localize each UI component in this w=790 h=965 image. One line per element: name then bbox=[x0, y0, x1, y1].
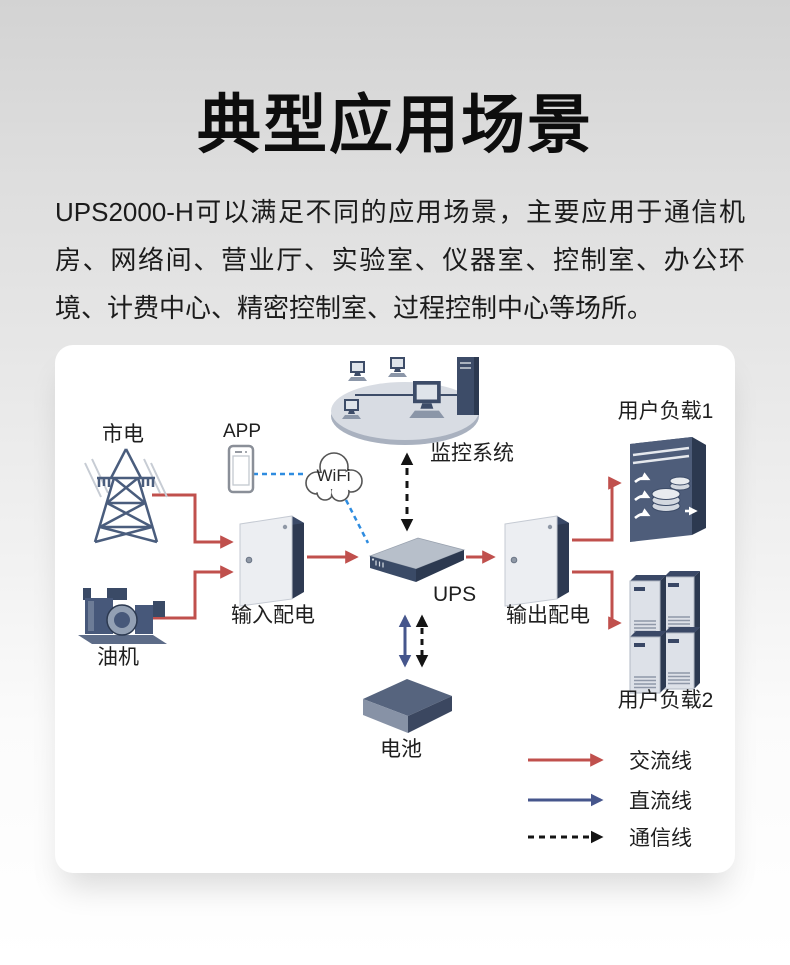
label-battery: 电池 bbox=[380, 738, 422, 761]
label-app: APP bbox=[222, 421, 262, 442]
description-paragraph: UPS2000-H可以满足不同的应用场景，主要应用于通信机房、网络间、营业厅、实… bbox=[55, 197, 745, 323]
phone-icon bbox=[227, 444, 255, 494]
ups-device-icon bbox=[368, 537, 466, 582]
label-mains: 市电 bbox=[102, 423, 144, 446]
rack-load2-icon bbox=[629, 570, 701, 694]
label-load2: 用户负载2 bbox=[617, 689, 714, 712]
ac-line-sample-icon bbox=[528, 753, 604, 767]
battery-icon bbox=[363, 679, 452, 733]
ac-line-output-to-load1 bbox=[572, 476, 622, 542]
wifi-links bbox=[253, 472, 370, 544]
legend-item-ac: 交流线 bbox=[525, 748, 692, 773]
input-distribution-icon bbox=[238, 514, 306, 608]
disk-stack-icon bbox=[651, 476, 691, 512]
label-output-dist: 输出配电 bbox=[506, 604, 590, 627]
legend-label-dc: 直流线 bbox=[629, 790, 692, 813]
diagram-card: 市电 油机 APP WiFi 监控系统 输入配电 UPS 输出配电 电池 用户负… bbox=[55, 345, 735, 873]
label-input-dist: 输入配电 bbox=[231, 604, 315, 627]
comm-lines bbox=[400, 452, 429, 668]
diagram-canvas bbox=[78, 357, 706, 733]
transmission-tower-icon bbox=[84, 448, 168, 544]
output-distribution-icon bbox=[503, 514, 571, 608]
legend-label-ac: 交流线 bbox=[629, 750, 692, 773]
dc-line-sample-icon bbox=[528, 793, 604, 807]
wifi-link-cloud-ups bbox=[344, 499, 370, 544]
wifi-cloud-icon bbox=[305, 452, 363, 502]
server-load1-icon bbox=[630, 437, 706, 542]
label-load1: 用户负载1 bbox=[617, 400, 714, 423]
monitoring-cluster-icon bbox=[331, 357, 479, 445]
legend-item-dc: 直流线 bbox=[525, 788, 692, 813]
ac-lines bbox=[150, 476, 622, 630]
label-ups: UPS bbox=[433, 583, 477, 606]
ac-line-output-to-load2 bbox=[572, 570, 622, 630]
ac-line-generator-to-input bbox=[150, 565, 234, 620]
legend-label-comm: 通信线 bbox=[629, 827, 692, 850]
comm-line-sample-icon bbox=[528, 830, 604, 844]
label-generator: 油机 bbox=[97, 646, 139, 669]
ac-line-mains-to-input bbox=[152, 493, 234, 549]
generator-icon bbox=[78, 588, 167, 644]
page-title: 典型应用场景 bbox=[197, 89, 593, 161]
label-wifi: WiFi bbox=[316, 466, 351, 485]
label-monitoring: 监控系统 bbox=[430, 442, 514, 465]
legend-item-comm: 通信线 bbox=[525, 825, 692, 850]
